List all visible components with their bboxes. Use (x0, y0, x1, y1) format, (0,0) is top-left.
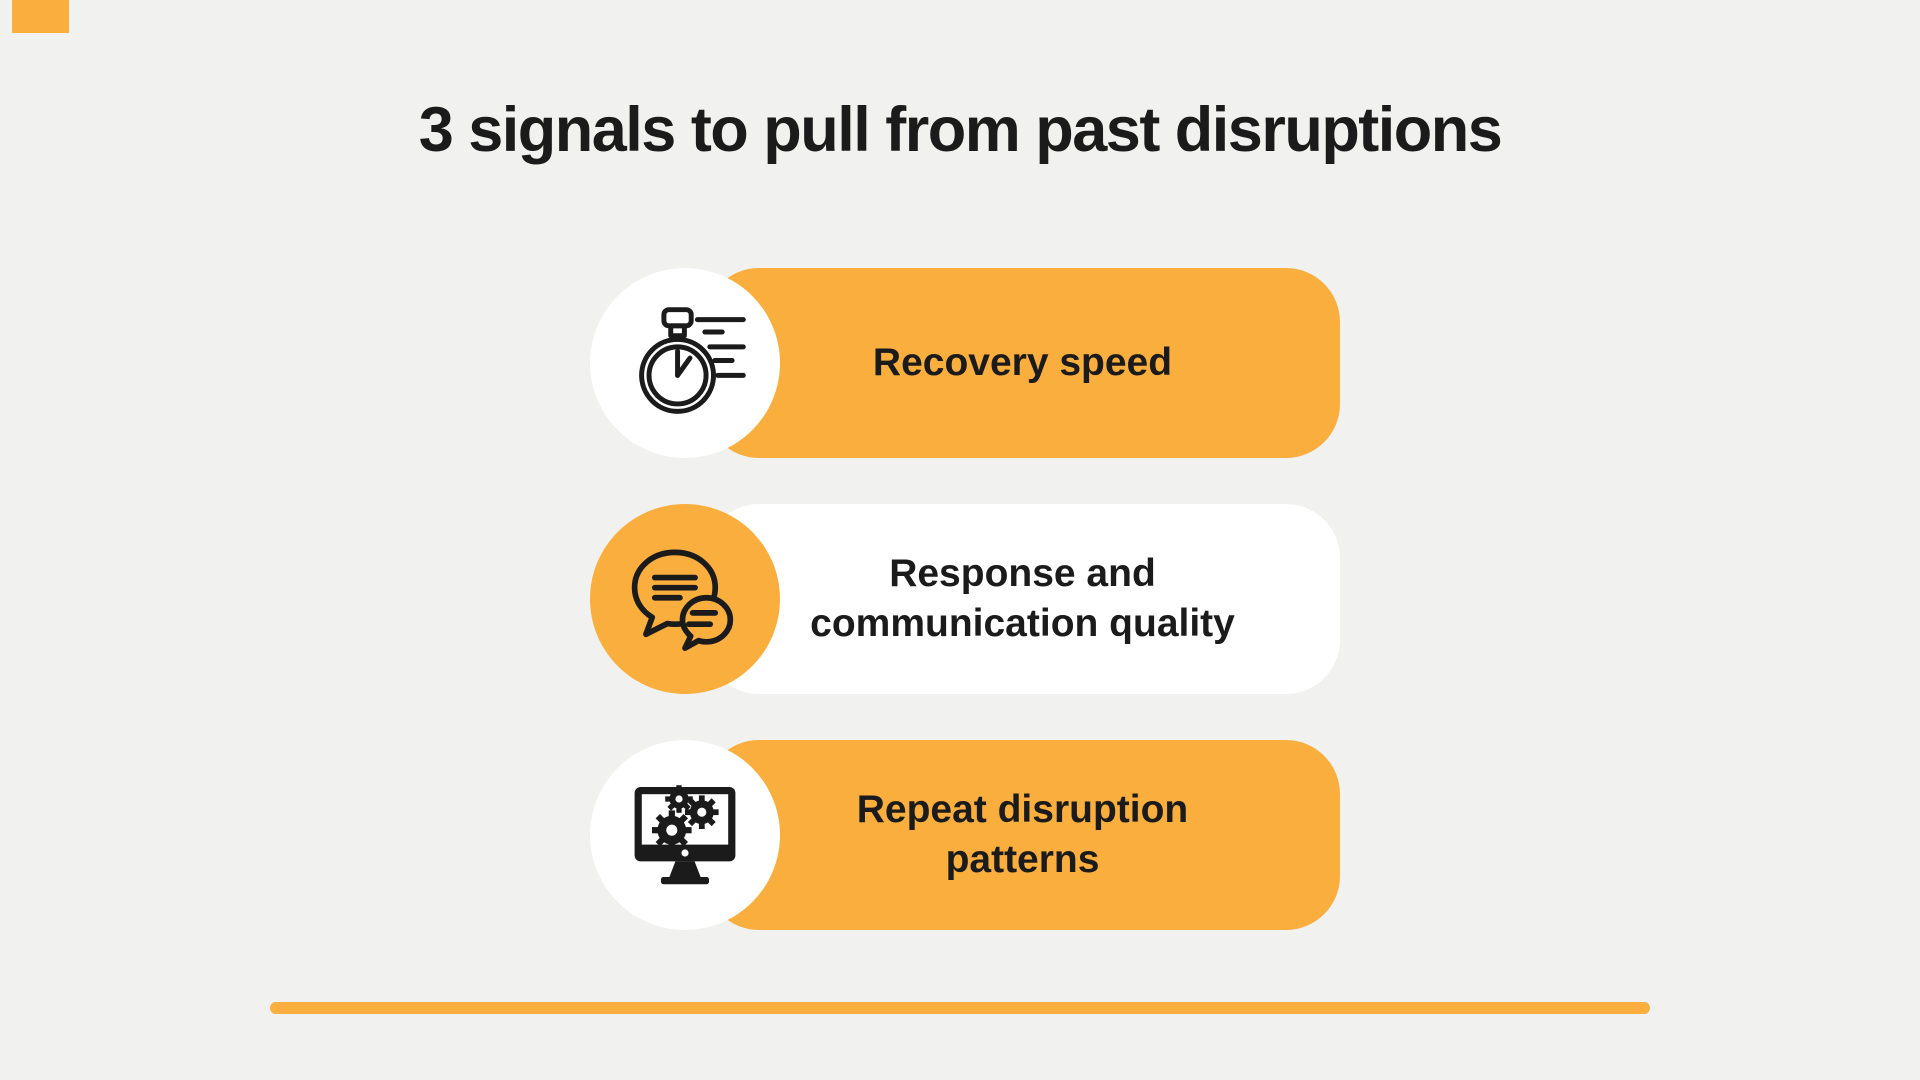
card-recovery-speed: Recovery speed (590, 268, 1340, 458)
card-pill: Response and communication quality (705, 504, 1340, 694)
stopwatch-icon (639, 307, 746, 414)
bottom-divider-line (270, 1002, 1650, 1014)
card-icon-badge (590, 268, 780, 458)
chat-bubbles-icon (631, 549, 734, 651)
card-label: Repeat disruption patterns (856, 788, 1189, 881)
monitor-gears-icon (634, 785, 736, 885)
corner-accent (12, 0, 69, 33)
signal-cards: Recovery speed (590, 268, 1340, 976)
card-repeat-patterns: Repeat disruption patterns (590, 740, 1340, 930)
card-icon-badge (590, 740, 780, 930)
card-icon-badge (590, 504, 780, 694)
page-title: 3 signals to pull from past disruptions (418, 95, 1503, 165)
card-response-communication: Response and communication quality (590, 504, 1340, 694)
card-pill: Recovery speed (705, 268, 1340, 458)
card-label: Recovery speed (872, 341, 1173, 385)
card-pill: Repeat disruption patterns (705, 740, 1340, 930)
card-label: Response and communication quality (810, 552, 1235, 645)
